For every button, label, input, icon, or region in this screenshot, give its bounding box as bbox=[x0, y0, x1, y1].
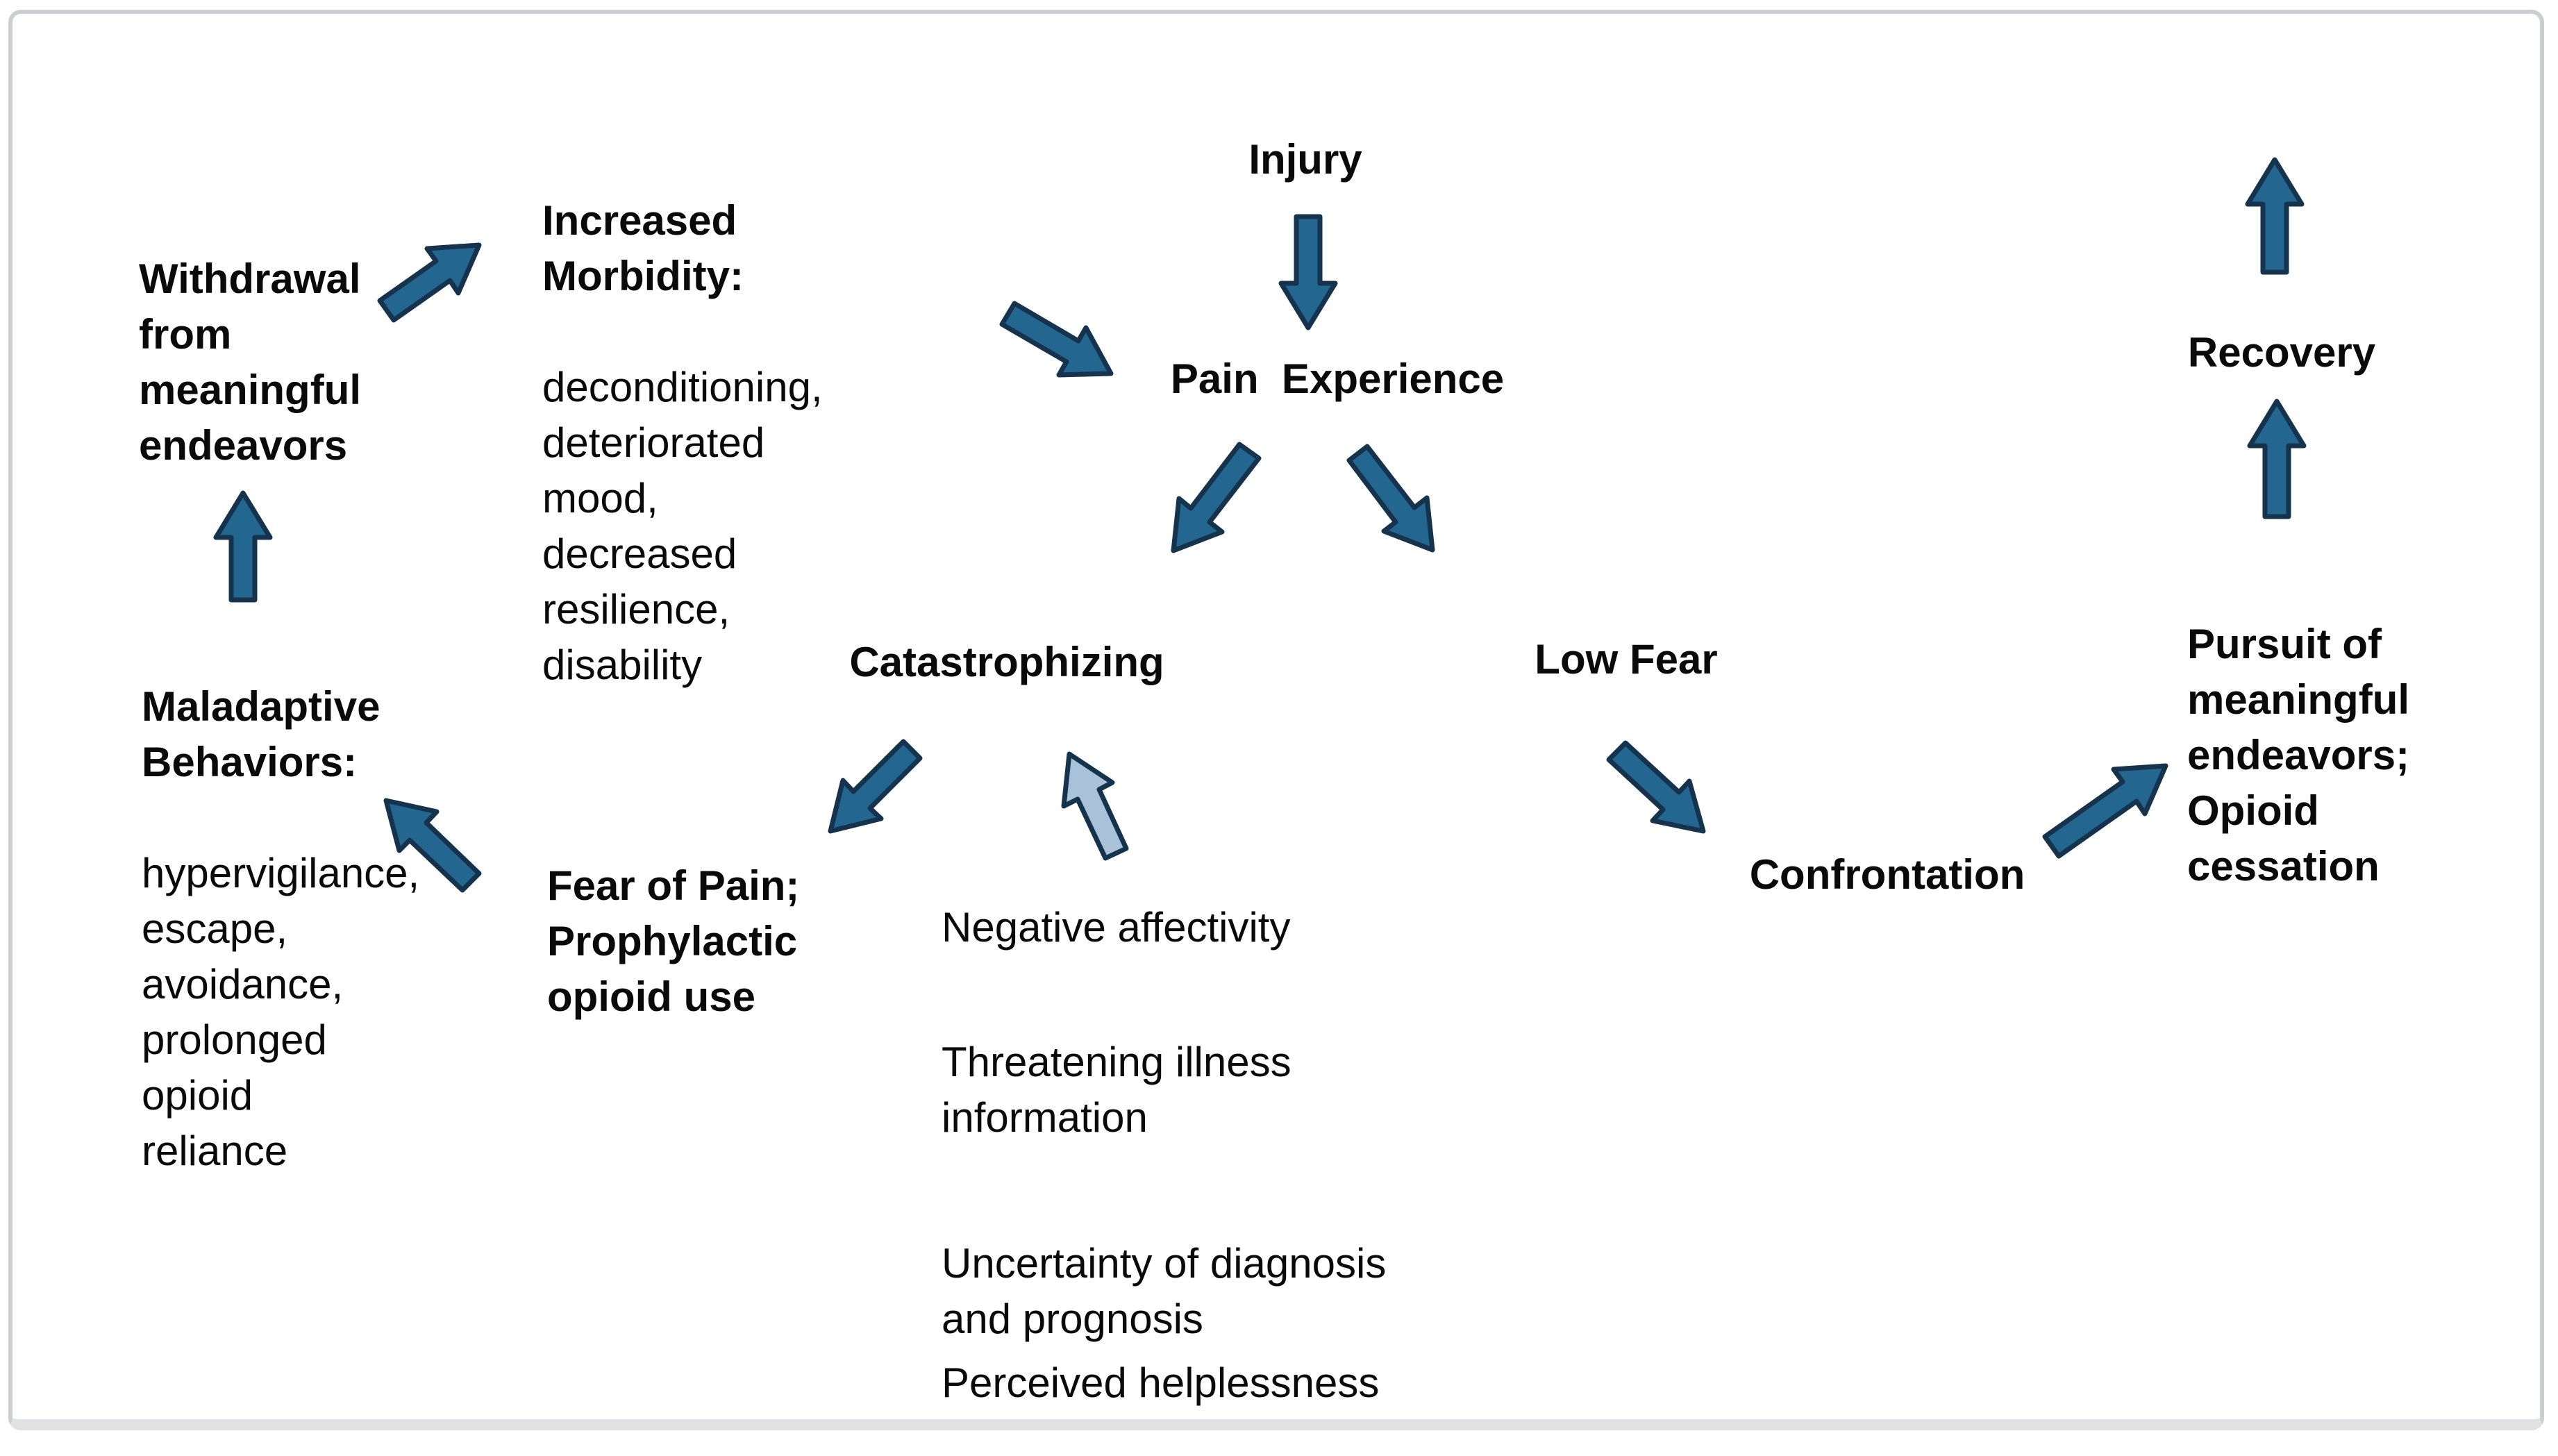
maladaptive-behaviors-body: hypervigilance, escape, avoidance, prolo… bbox=[142, 850, 420, 1174]
arrow-maladaptive-behaviors-to-withdrawal bbox=[213, 490, 273, 603]
node-injury: Injury bbox=[1248, 136, 1362, 183]
node-catastrophizing: Catastrophizing bbox=[849, 639, 1164, 685]
contributor-item: Negative affectivity bbox=[942, 904, 1291, 951]
arrow-contributors-to-catastrophizing bbox=[1061, 751, 1129, 861]
contributor-item: Perceived helplessness bbox=[942, 1359, 1380, 1406]
arrow-withdrawal-to-increased-morbidity bbox=[377, 242, 482, 323]
node-recovery: Recovery bbox=[2187, 329, 2376, 376]
node-confrontation: Confrontation bbox=[1749, 851, 2025, 898]
node-pursuit: Pursuit of meaningful endeavors; Opioid … bbox=[2187, 621, 2410, 889]
node-pain-experience: Pain Experience bbox=[1170, 355, 1505, 402]
arrow-pain-experience-to-low-fear bbox=[1346, 444, 1435, 553]
increased-morbidity-body: deconditioning, deteriorated mood, decre… bbox=[542, 364, 823, 688]
node-increased-morbidity: Increased Morbidity: deconditioning, det… bbox=[542, 137, 823, 693]
arrow-pursuit-to-recovery bbox=[2247, 399, 2307, 519]
contributor-item: Threatening illness information bbox=[942, 1039, 1291, 1141]
figure-border bbox=[8, 10, 2544, 1430]
arrow-pain-experience-to-catastrophizing bbox=[1171, 442, 1262, 553]
arrow-fear-of-pain-to-maladaptive-behaviors bbox=[383, 798, 482, 893]
node-maladaptive-behaviors: Maladaptive Behaviors: hypervigilance, e… bbox=[142, 624, 419, 1179]
arrow-low-fear-to-confrontation bbox=[1606, 740, 1706, 834]
arrow-increased-morbidity-to-pain-experience bbox=[999, 301, 1114, 378]
arrow-recovery-upward bbox=[2245, 157, 2305, 275]
arrow-confrontation-to-pursuit bbox=[2042, 763, 2168, 859]
node-low-fear: Low Fear bbox=[1535, 636, 1718, 683]
contributor-item: Uncertainty of diagnosis and prognosis bbox=[942, 1240, 1387, 1342]
increased-morbidity-title: Increased Morbidity: bbox=[542, 197, 744, 299]
node-fear-of-pain: Fear of Pain; Prophylactic opioid use bbox=[547, 862, 800, 1020]
arrow-injury-to-pain-experience bbox=[1278, 214, 1338, 330]
arrow-catastrophizing-to-fear-of-pain bbox=[828, 739, 923, 834]
node-withdrawal: Withdrawal from meaningful endeavors bbox=[139, 256, 362, 469]
maladaptive-behaviors-title: Maladaptive Behaviors: bbox=[142, 683, 381, 785]
